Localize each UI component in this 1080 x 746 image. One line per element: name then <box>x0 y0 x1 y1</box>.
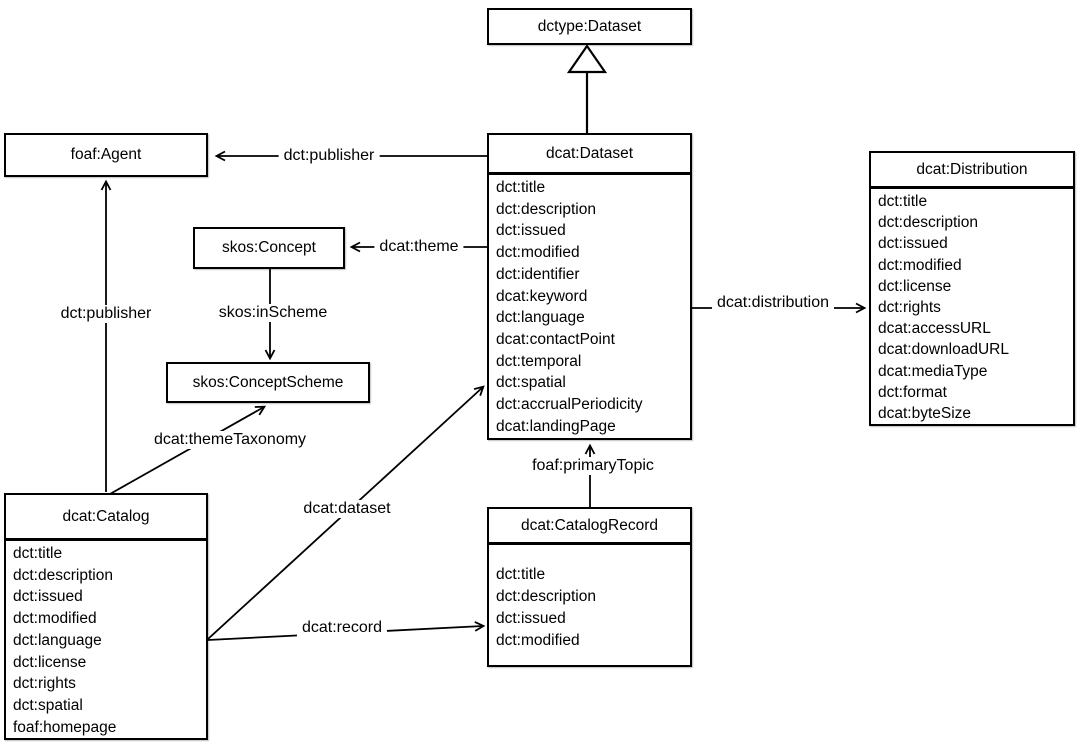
attribute: dct:modified <box>13 610 97 628</box>
attribute-list-dcat-dataset: dct:title dct:description dct:issued dct:mo… <box>489 175 690 437</box>
attribute: dct:accrualPeriodicity <box>496 396 643 414</box>
attribute-list-dcat-catalog: dct:title dct:description dct:issued dct:mo… <box>6 541 206 738</box>
attribute: dct:spatial <box>13 696 83 714</box>
attribute: dct:format <box>878 383 947 401</box>
node-title-skos-concept-scheme: skos:ConceptScheme <box>192 373 344 391</box>
edge-label-dct-publisher-dataset: dct:publisher <box>278 147 380 165</box>
attribute: dct:modified <box>878 256 962 274</box>
attribute: dct:issued <box>496 222 566 240</box>
attribute: dct:title <box>496 179 546 196</box>
attribute: dct:description <box>13 566 113 584</box>
attribute: dct:title <box>13 545 63 562</box>
node-dcat-catalog-record: dcat:CatalogRecord dct:title dct:descript… <box>487 507 692 667</box>
attribute: dct:rights <box>878 299 941 317</box>
attribute: dct:rights <box>13 675 76 693</box>
edge-label-dcat-distribution: dcat:distribution <box>711 294 835 312</box>
attribute: dct:title <box>496 566 546 583</box>
attribute: foaf:homepage <box>13 718 117 736</box>
attribute: dct:title <box>878 193 928 210</box>
attribute: dct:language <box>13 631 102 649</box>
node-dctype-dataset: dctype:Dataset <box>487 8 692 45</box>
attribute-list-dcat-catalog-record: dct:title dct:description dct:issued dct:mo… <box>489 545 690 652</box>
node-foaf-agent: foaf:Agent <box>4 133 208 177</box>
attribute: dct:identifier <box>496 265 580 283</box>
attribute: dcat:landingPage <box>496 417 616 435</box>
attribute: dct:language <box>496 309 585 327</box>
attribute: dcat:downloadURL <box>878 341 1009 359</box>
edge-label-skos-inscheme: skos:inScheme <box>213 304 333 322</box>
edge-label-dct-publisher-catalog: dct:publisher <box>55 305 157 323</box>
attribute: dct:temporal <box>496 352 582 370</box>
attribute: dct:description <box>878 214 978 232</box>
edge-label-foaf-primary-topic: foaf:primaryTopic <box>527 457 659 475</box>
attribute: dct:description <box>496 588 596 605</box>
node-title-skos-concept: skos:Concept <box>222 239 316 256</box>
attribute: dct:issued <box>878 235 948 253</box>
attribute: dcat:byteSize <box>878 405 972 423</box>
attribute: dcat:mediaType <box>878 362 988 380</box>
attribute: dct:description <box>496 200 596 218</box>
node-title-dcat-dataset: dcat:Dataset <box>489 135 690 175</box>
attribute: dcat:accessURL <box>878 320 991 338</box>
attribute: dct:modified <box>496 244 580 262</box>
node-skos-concept-scheme: skos:ConceptScheme <box>166 362 370 403</box>
node-skos-concept: skos:Concept <box>193 227 345 269</box>
node-title-dcat-catalog-record: dcat:CatalogRecord <box>489 509 690 545</box>
attribute: dct:issued <box>496 610 566 627</box>
node-title-dcat-distribution: dcat:Distribution <box>871 153 1073 189</box>
edge-label-dcat-record: dcat:record <box>296 619 388 637</box>
node-title-dctype-dataset: dctype:Dataset <box>537 17 642 35</box>
attribute: dct:modified <box>496 632 580 649</box>
node-dcat-distribution: dcat:Distribution dct:title dct:descripti… <box>869 151 1075 426</box>
attribute-list-dcat-distribution: dct:title dct:description dct:issued dct:mo… <box>871 189 1073 424</box>
attribute: dct:license <box>13 653 87 671</box>
attribute: dct:spatial <box>496 374 566 392</box>
edge-label-dcat-theme: dcat:theme <box>374 238 464 256</box>
node-title-dcat-catalog: dcat:Catalog <box>6 495 206 541</box>
attribute: dct:issued <box>13 588 83 606</box>
attribute: dct:license <box>878 277 952 295</box>
hollow-triangle-arrowhead <box>566 44 608 74</box>
edge-generalization <box>566 44 608 133</box>
edge-label-dcat-theme-taxonomy: dcat:themeTaxonomy <box>148 431 312 449</box>
attribute: dcat:contactPoint <box>496 330 615 348</box>
attribute: dcat:keyword <box>496 287 588 305</box>
node-title-foaf-agent: foaf:Agent <box>70 146 142 163</box>
edge-theme-taxonomy <box>109 405 267 495</box>
edge-label-dcat-dataset: dcat:dataset <box>298 500 396 518</box>
